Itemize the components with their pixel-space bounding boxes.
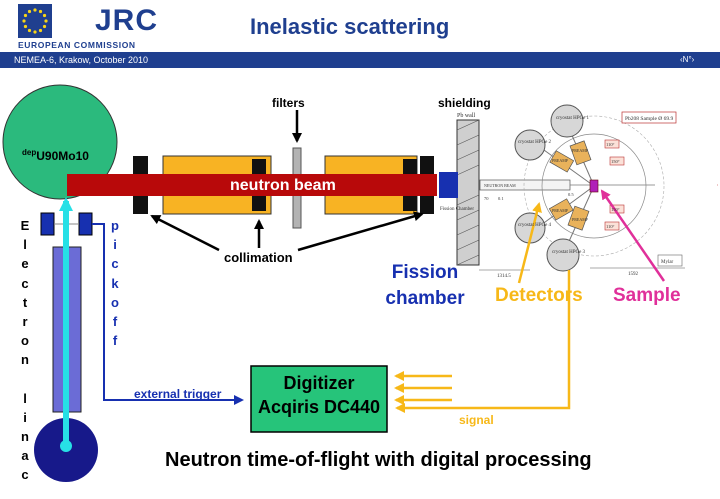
cryostat-2 <box>514 129 546 161</box>
detector-arrow <box>517 202 542 284</box>
target-label: depU90Mo10 <box>22 148 89 163</box>
linac-letter: l <box>23 390 27 406</box>
pickoff-letter: k <box>111 275 119 291</box>
eu-star-icon <box>23 13 28 18</box>
shielding-label: shielding <box>438 96 491 110</box>
logo-subtext: EUROPEAN COMMISSION <box>18 40 136 50</box>
eu-star-icon <box>38 28 43 33</box>
page-number: ‹N°› <box>680 55 695 64</box>
header: JRC EUROPEAN COMMISSION Inelastic scatte… <box>0 0 720 60</box>
digitizer-label: Digitizer Acqiris DC440 <box>253 371 385 419</box>
collimation-label: collimation <box>224 250 293 265</box>
filters-label: filters <box>272 96 305 110</box>
pickoff-letter: i <box>113 237 117 253</box>
fission-chamber <box>439 172 458 198</box>
linac-letter: i <box>23 409 27 425</box>
eu-star-icon <box>44 19 48 23</box>
linac-letter: c <box>21 467 29 483</box>
cryostat-1 <box>550 104 584 138</box>
eu-star-icon <box>22 19 26 23</box>
signal-label: signal <box>459 413 494 427</box>
eu-star-icon <box>33 30 37 34</box>
logo-text: JRC <box>95 4 159 37</box>
caption: Neutron time-of-flight with digital proc… <box>165 449 592 471</box>
electron-dot <box>60 440 72 452</box>
sample-label: Sample <box>613 285 681 306</box>
fission-chamber-label: Fission chamber <box>385 262 465 309</box>
sample-arrow <box>600 189 666 282</box>
signal-lines <box>394 270 571 413</box>
digitizer-line1: Digitizer <box>283 373 355 393</box>
page-title: Inelastic scattering <box>250 14 450 39</box>
linac-letter: n <box>21 429 29 445</box>
linac-letter: o <box>21 333 29 349</box>
header-bar <box>0 52 720 68</box>
cryostat-3 <box>546 238 580 272</box>
eu-star-icon <box>27 28 32 33</box>
linac-letter: n <box>21 352 29 368</box>
neutron-beam-overlay <box>67 174 437 196</box>
linac-letter: r <box>22 313 28 329</box>
collimation-arrow-left <box>150 214 220 252</box>
external-trigger-label: external trigger <box>134 387 222 401</box>
target-prefix: dep <box>22 148 37 157</box>
pickoff-right-block <box>78 212 93 236</box>
linac-letter: t <box>22 294 28 310</box>
trigger-line <box>92 223 244 405</box>
eu-flag-icon <box>18 4 52 38</box>
pickoff-letter: c <box>111 256 119 272</box>
linac-letter: E <box>20 218 30 233</box>
eu-star-icon <box>42 13 47 18</box>
conference-label: NEMEA-6, Krakow, October 2010 <box>14 55 149 65</box>
eu-star-icon <box>42 24 47 29</box>
neutron-beam-label: neutron beam <box>230 177 336 194</box>
digitizer-line2: Acqiris DC440 <box>257 397 381 417</box>
eu-star-icon <box>27 9 32 14</box>
target-name: U90Mo10 <box>36 149 89 163</box>
pickoff-letter: f <box>112 333 118 349</box>
pickoff-letter: f <box>112 313 118 329</box>
sample-marker <box>589 179 599 193</box>
pickoff-letter: p <box>111 218 119 233</box>
eu-star-icon <box>23 24 28 29</box>
collimation-arrow-right <box>297 211 424 252</box>
linac-letter <box>18 370 32 389</box>
detectors-label: Detectors <box>495 285 583 306</box>
linac-letter: l <box>23 237 27 253</box>
eu-star-icon <box>33 8 37 12</box>
pickoff-left-block <box>40 212 55 236</box>
eu-star-icon <box>38 9 43 14</box>
linac-letter: c <box>21 275 29 291</box>
digitizer-box <box>250 365 388 433</box>
linac-letter: a <box>21 448 29 464</box>
pickoff-letter: o <box>111 294 119 310</box>
technical-drawing <box>437 104 717 285</box>
linac-letter: e <box>21 256 29 272</box>
